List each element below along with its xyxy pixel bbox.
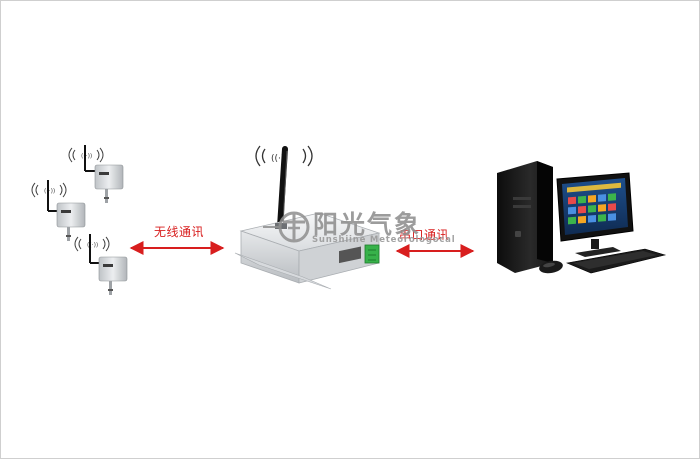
- serial-link-label: 串口通讯: [399, 228, 450, 242]
- wireless-link-label: 无线通讯: [154, 225, 205, 239]
- gateway-device-icon: [234, 146, 381, 290]
- watermark-name-en: Sunshiine Meteorologocal: [312, 235, 456, 245]
- sensor-device-icon: ((·)): [68, 145, 124, 203]
- svg-text:((·)): ((·)): [81, 153, 92, 160]
- wireless-signal-icon: [31, 182, 67, 198]
- wireless-signal-icon: [68, 147, 104, 163]
- sensor-device-icon: ((·)): [31, 180, 86, 241]
- svg-text:((·)): ((·)): [44, 188, 55, 195]
- desktop-computer-icon: [497, 161, 667, 274]
- sensor-device-icon: ((·)): [74, 234, 128, 295]
- watermark-name-cn: 阳光气象: [313, 210, 422, 239]
- wireless-signal-icon: [74, 236, 110, 252]
- wireless-signal-icon: [255, 145, 313, 167]
- svg-text:((·)): ((·)): [87, 242, 98, 249]
- svg-text:((·)): ((·)): [271, 154, 288, 164]
- brand-logo-icon: [263, 211, 310, 243]
- screen-tiles: [568, 193, 616, 225]
